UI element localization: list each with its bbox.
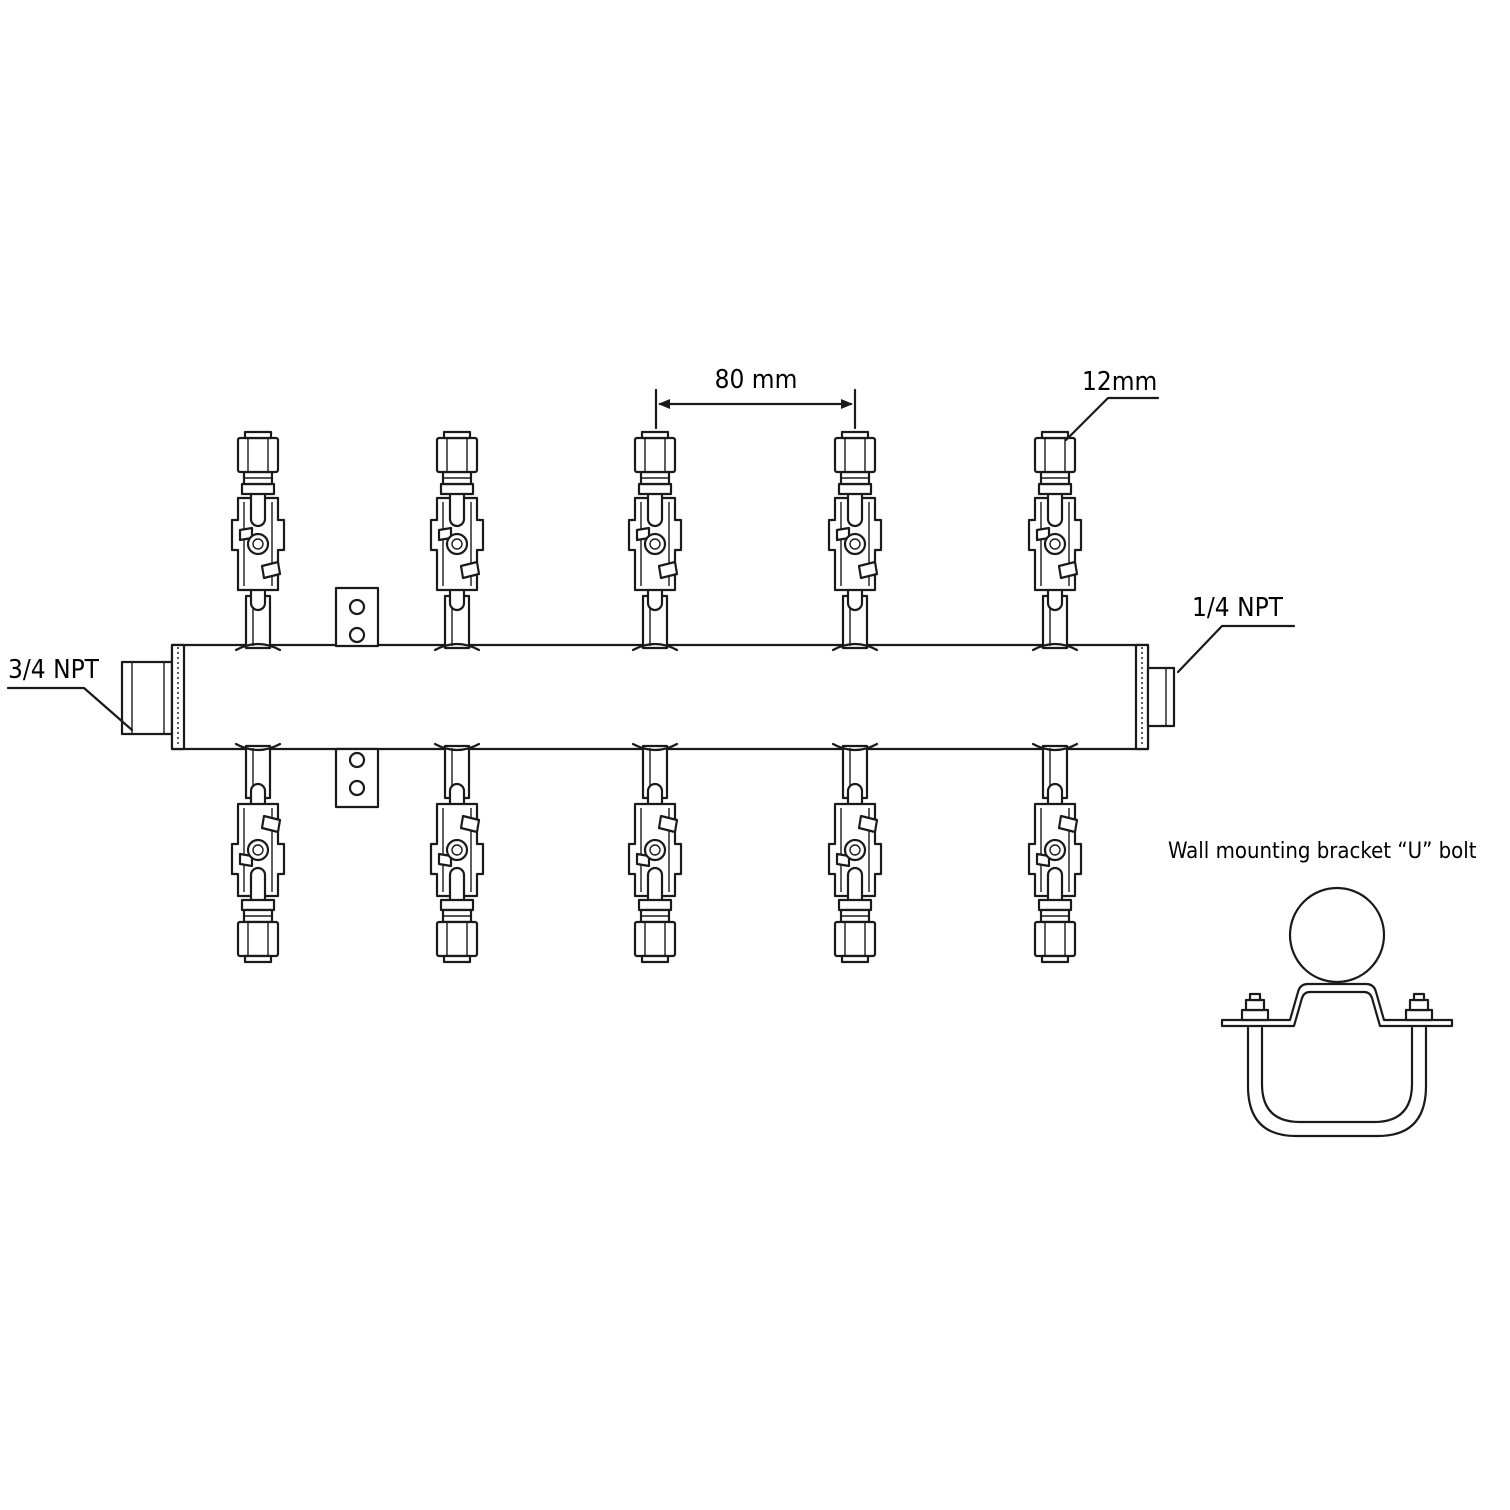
pipe-section [1288,886,1386,984]
valve-top-5 [1027,430,1083,652]
mounting-tab-bottom [334,747,380,809]
u-bolt-detail: Wall mounting bracket “U” bolt [1168,839,1477,1138]
manifold-body [120,643,1176,751]
valve-bottom-2 [429,742,485,964]
valve-bottom-1 [230,742,286,964]
valve-top-1 [230,430,286,652]
valve-bottom-3 [627,742,683,964]
outlet-label: 1/4 NPT [1192,593,1284,623]
tube-size-callout: 12mm [1064,367,1160,442]
tube-size-label: 12mm [1082,367,1157,397]
valve-top-2 [429,430,485,652]
outlet-callout: 1/4 NPT [1176,593,1296,674]
valve-bottom-4 [827,742,883,964]
valve-top-4 [827,430,883,652]
bracket-caption: Wall mounting bracket “U” bolt [1168,839,1477,864]
dimension-spacing: 80 mm [654,365,857,430]
inlet-label: 3/4 NPT [8,655,100,685]
mounting-tab-top [334,586,380,648]
inlet-callout: 3/4 NPT [6,655,134,732]
spacing-label: 80 mm [715,365,798,395]
valve-bottom-5 [1027,742,1083,964]
valve-top-3 [627,430,683,652]
